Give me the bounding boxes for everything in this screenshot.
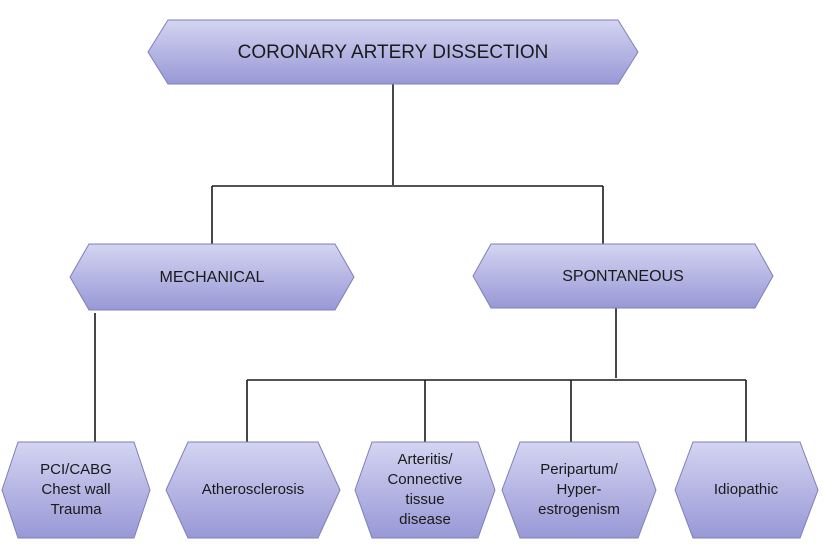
leaf-idiopathic-label: Idiopathic bbox=[714, 481, 779, 498]
pci-label-line: Trauma bbox=[50, 501, 102, 518]
root-node: CORONARY ARTERY DISSECTION bbox=[147, 19, 639, 85]
idiopathic-label-line: Idiopathic bbox=[714, 481, 779, 498]
pci-label-line: PCI/CABG bbox=[40, 461, 112, 478]
leaf-atherosclerosis: Atherosclerosis bbox=[165, 441, 341, 539]
spontaneous-node: SPONTANEOUS bbox=[472, 243, 774, 309]
leaf-peripartum: Peripartum/Hyper-estrogenism bbox=[501, 441, 657, 539]
spontaneous-label: SPONTANEOUS bbox=[562, 268, 684, 285]
arteritis-label-line: tissue bbox=[405, 491, 444, 508]
arteritis-label-line: disease bbox=[399, 511, 451, 528]
mechanical-node: MECHANICAL bbox=[69, 243, 355, 311]
mechanical-label: MECHANICAL bbox=[160, 269, 265, 286]
peripartum-label-line: Hyper- bbox=[556, 481, 601, 498]
atherosclerosis-label-line: Atherosclerosis bbox=[202, 481, 305, 498]
leaf-arteritis: Arteritis/Connective tissue disease bbox=[354, 441, 496, 539]
leaf-arteritis-label: Arteritis/Connective tissue disease bbox=[387, 451, 462, 528]
connectors bbox=[94, 84, 747, 452]
arteritis-label-line: Connective bbox=[387, 471, 462, 488]
peripartum-label-line: Peripartum/ bbox=[540, 461, 618, 478]
arteritis-label-line: Arteritis/ bbox=[397, 451, 453, 468]
peripartum-label-line: estrogenism bbox=[538, 501, 620, 518]
leaf-idiopathic: Idiopathic bbox=[674, 441, 819, 539]
pci-label-line: Chest wall bbox=[41, 481, 110, 498]
leaf-atherosclerosis-label: Atherosclerosis bbox=[202, 481, 305, 498]
root-label: CORONARY ARTERY DISSECTION bbox=[238, 42, 549, 63]
leaf-peripartum-label: Peripartum/Hyper-estrogenism bbox=[538, 461, 620, 518]
